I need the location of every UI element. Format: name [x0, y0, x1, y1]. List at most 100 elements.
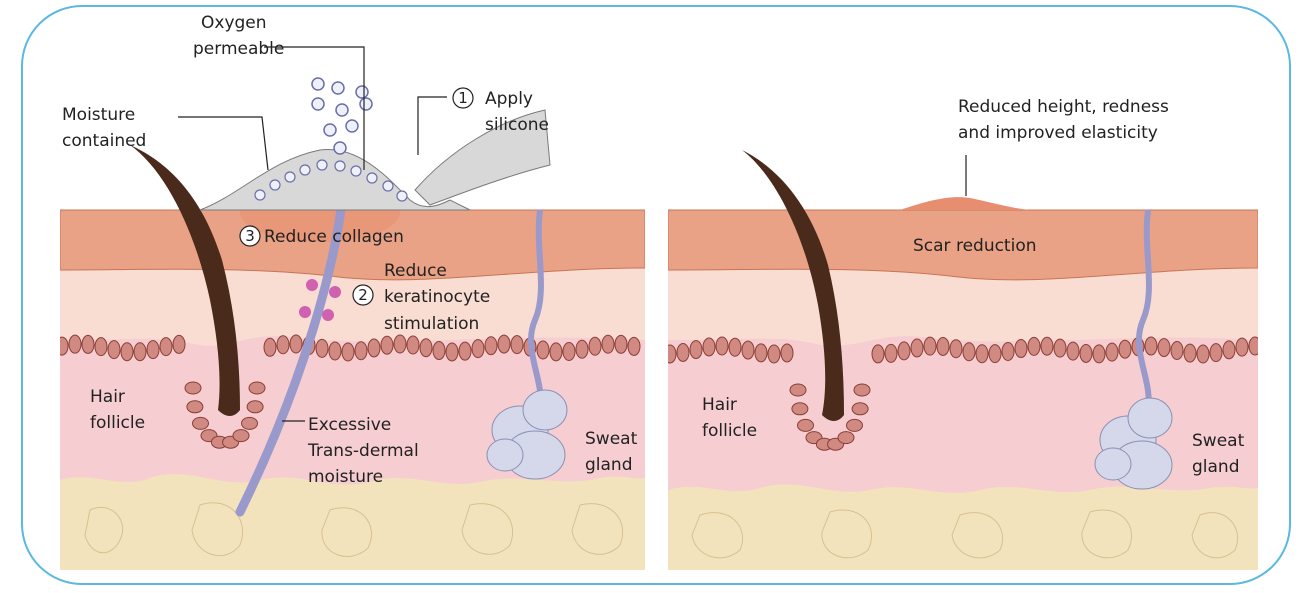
basal-cell [1145, 337, 1157, 355]
basal-cell [277, 336, 289, 354]
basal-cell [420, 339, 432, 357]
fat-layer [60, 474, 645, 580]
reduce-collagen-label: Reduce collagen [264, 227, 404, 247]
basal-cell [368, 339, 380, 357]
basal-cell [459, 342, 471, 360]
basal-cell [1249, 337, 1261, 355]
fat-layer [668, 484, 1258, 580]
basal-cell [134, 343, 146, 361]
left-skin-cross-section [56, 162, 645, 580]
basal-cell [872, 345, 884, 363]
basal-cell [242, 417, 258, 429]
basal-cell [187, 401, 203, 413]
basal-cell [1158, 339, 1170, 357]
basal-cell [976, 345, 988, 363]
basal-cell [690, 341, 702, 359]
basal-cell [1197, 345, 1209, 363]
basal-cell [798, 419, 814, 431]
step-number-3: 3 [245, 227, 255, 245]
basal-cell [950, 340, 962, 358]
basal-cell [56, 337, 68, 355]
basal-cell [628, 337, 640, 355]
basal-cell [95, 338, 107, 356]
basal-cell [838, 432, 854, 444]
basal-cell [537, 341, 549, 359]
basal-cell [407, 336, 419, 354]
basal-cell [563, 343, 575, 361]
basal-cell [1184, 344, 1196, 362]
basal-cell [792, 403, 808, 415]
basal-cell [937, 337, 949, 355]
basal-cell [1067, 342, 1079, 360]
step-number-1: 1 [458, 89, 468, 107]
basal-cell [433, 342, 445, 360]
basal-cell [602, 335, 614, 353]
basal-cell [316, 339, 328, 357]
basal-cell [742, 341, 754, 359]
basal-cell [911, 339, 923, 357]
oxygen-bubbles [312, 78, 372, 154]
basal-cell [677, 343, 689, 361]
basal-cell [233, 430, 249, 442]
basal-cell [1210, 344, 1222, 362]
basal-cell [381, 336, 393, 354]
basal-cell [550, 343, 562, 361]
basal-cell [989, 345, 1001, 363]
basal-cell [755, 344, 767, 362]
basal-cell [69, 335, 81, 353]
basal-cell [485, 337, 497, 355]
basal-cell [472, 340, 484, 358]
basal-cell [108, 341, 120, 359]
moisture-label: Moisture contained [62, 105, 146, 151]
step-number-2: 2 [358, 286, 368, 304]
basal-cell [446, 343, 458, 361]
basal-cell [1236, 338, 1248, 356]
basal-cell [852, 403, 868, 415]
basal-cell [1041, 337, 1053, 355]
basal-cell [589, 337, 601, 355]
basal-cell [355, 342, 367, 360]
basal-cell [1054, 339, 1066, 357]
basal-cell [1015, 340, 1027, 358]
basal-cell [1223, 341, 1235, 359]
basal-cell [924, 337, 936, 355]
basal-cell [1171, 341, 1183, 359]
basal-cell [264, 338, 276, 356]
basal-cell [790, 384, 806, 396]
basal-cell [193, 417, 209, 429]
basal-cell [249, 382, 265, 394]
basal-cell [247, 401, 263, 413]
basal-cell [173, 335, 185, 353]
basal-cell [885, 344, 897, 362]
basal-cell [963, 343, 975, 361]
basal-cell [847, 419, 863, 431]
oxygen-label: Oxygen permeable [193, 13, 284, 59]
basal-cell [185, 382, 201, 394]
basal-cell [781, 344, 793, 362]
basal-cell [716, 337, 728, 355]
basal-cell [1093, 345, 1105, 363]
basal-cell [498, 335, 510, 353]
basal-cell [576, 340, 588, 358]
basal-cell [290, 335, 302, 353]
basal-cell [342, 343, 354, 361]
basal-cell [664, 345, 676, 363]
basal-cell [703, 338, 715, 356]
basal-cell [1119, 340, 1131, 358]
basal-cell [1028, 337, 1040, 355]
basal-cell [511, 336, 523, 354]
basal-cell [121, 343, 133, 361]
basal-cell [898, 342, 910, 360]
basal-cell [394, 335, 406, 353]
basal-cell [329, 342, 341, 360]
scar-reduction-label: Scar reduction [913, 236, 1037, 256]
result-label: Reduced height, redness and improved ela… [958, 97, 1174, 143]
basal-cell [768, 345, 780, 363]
basal-cell [1106, 343, 1118, 361]
basal-cell [147, 341, 159, 359]
basal-cell [854, 384, 870, 396]
basal-cell [729, 338, 741, 356]
basal-cell [1080, 344, 1092, 362]
